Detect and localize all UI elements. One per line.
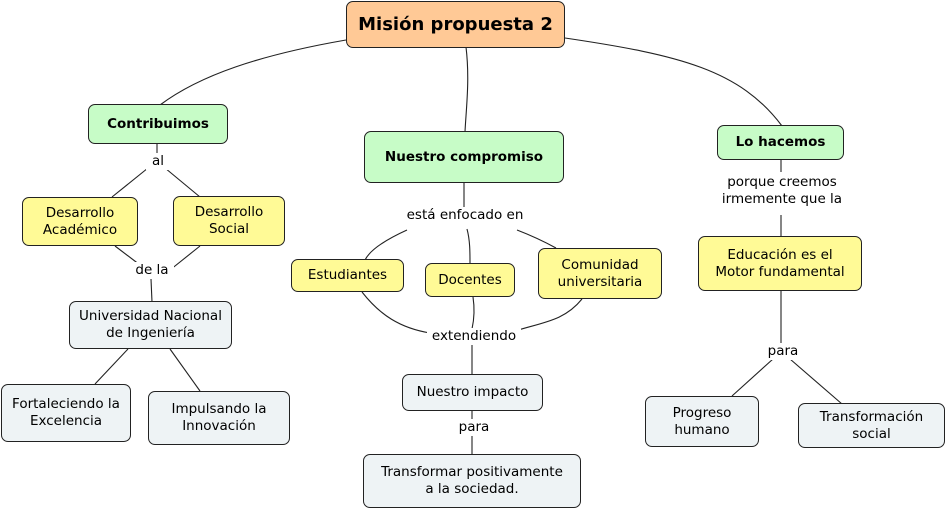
concept-docentes[interactable]: Docentes — [425, 263, 515, 297]
link-enfocado-estudiantes — [364, 229, 408, 261]
root-concept[interactable]: Misión propuesta 2 — [346, 1, 565, 48]
linking-phrase-esta-enfocado-en: está enfocado en — [401, 207, 529, 224]
link-dela-uni — [150, 278, 153, 303]
concept-contribuimos[interactable]: Contribuimos — [88, 104, 228, 144]
linking-phrase-para-educacion: para — [762, 343, 804, 360]
link-al-social — [164, 167, 201, 198]
concept-fortaleciendo-excelencia[interactable]: Fortaleciendo la Excelencia — [1, 384, 131, 442]
link-uni-fortaleciendo — [94, 348, 129, 385]
linking-phrase-para-impacto: para — [454, 419, 494, 436]
concept-transformar-sociedad[interactable]: Transformar positivamente a la sociedad. — [363, 454, 581, 508]
concept-desarrollo-social[interactable]: Desarrollo Social — [173, 196, 285, 246]
link-docentes-extendiendo — [471, 296, 475, 330]
link-al-academico — [111, 167, 149, 198]
link-root-hacemos — [564, 37, 783, 127]
concept-educacion-motor[interactable]: Educación es el Motor fundamental — [698, 236, 862, 291]
concept-nuestro-compromiso[interactable]: Nuestro compromiso — [364, 131, 564, 183]
concept-estudiantes[interactable]: Estudiantes — [291, 259, 404, 292]
concept-transformacion-social[interactable]: Transformación social — [798, 403, 945, 448]
linking-phrase-porque-creemos: porque creemos irmemente que la — [714, 174, 850, 208]
link-root-contribuimos — [159, 39, 347, 106]
link-para-transformacion — [789, 358, 843, 405]
link-enfocado-docentes — [466, 228, 471, 264]
link-estudiantes-extendiendo — [361, 291, 431, 334]
concept-desarrollo-academico[interactable]: Desarrollo Académico — [22, 197, 138, 246]
linking-phrase-extendiendo: extendiendo — [427, 328, 521, 345]
link-comunidad-extendiendo — [517, 298, 583, 331]
link-social-dela — [169, 245, 201, 271]
concept-progreso-humano[interactable]: Progreso humano — [645, 396, 759, 447]
linking-phrase-de-la: de la — [130, 262, 174, 279]
link-academico-dela — [114, 245, 141, 266]
link-root-compromiso — [464, 46, 469, 133]
concept-universidad-nacional[interactable]: Universidad Nacional de Ingeniería — [69, 301, 232, 349]
linking-phrase-al: al — [146, 153, 170, 170]
link-para-progreso — [731, 358, 774, 397]
link-enfocado-comunidad — [516, 229, 557, 249]
concept-impulsando-innovacion[interactable]: Impulsando la Innovación — [148, 391, 290, 445]
concept-lo-hacemos[interactable]: Lo hacemos — [717, 125, 844, 160]
concept-comunidad-universitaria[interactable]: Comunidad universitaria — [538, 248, 662, 299]
link-uni-impulsando — [169, 348, 201, 392]
concept-nuestro-impacto[interactable]: Nuestro impacto — [402, 374, 543, 411]
